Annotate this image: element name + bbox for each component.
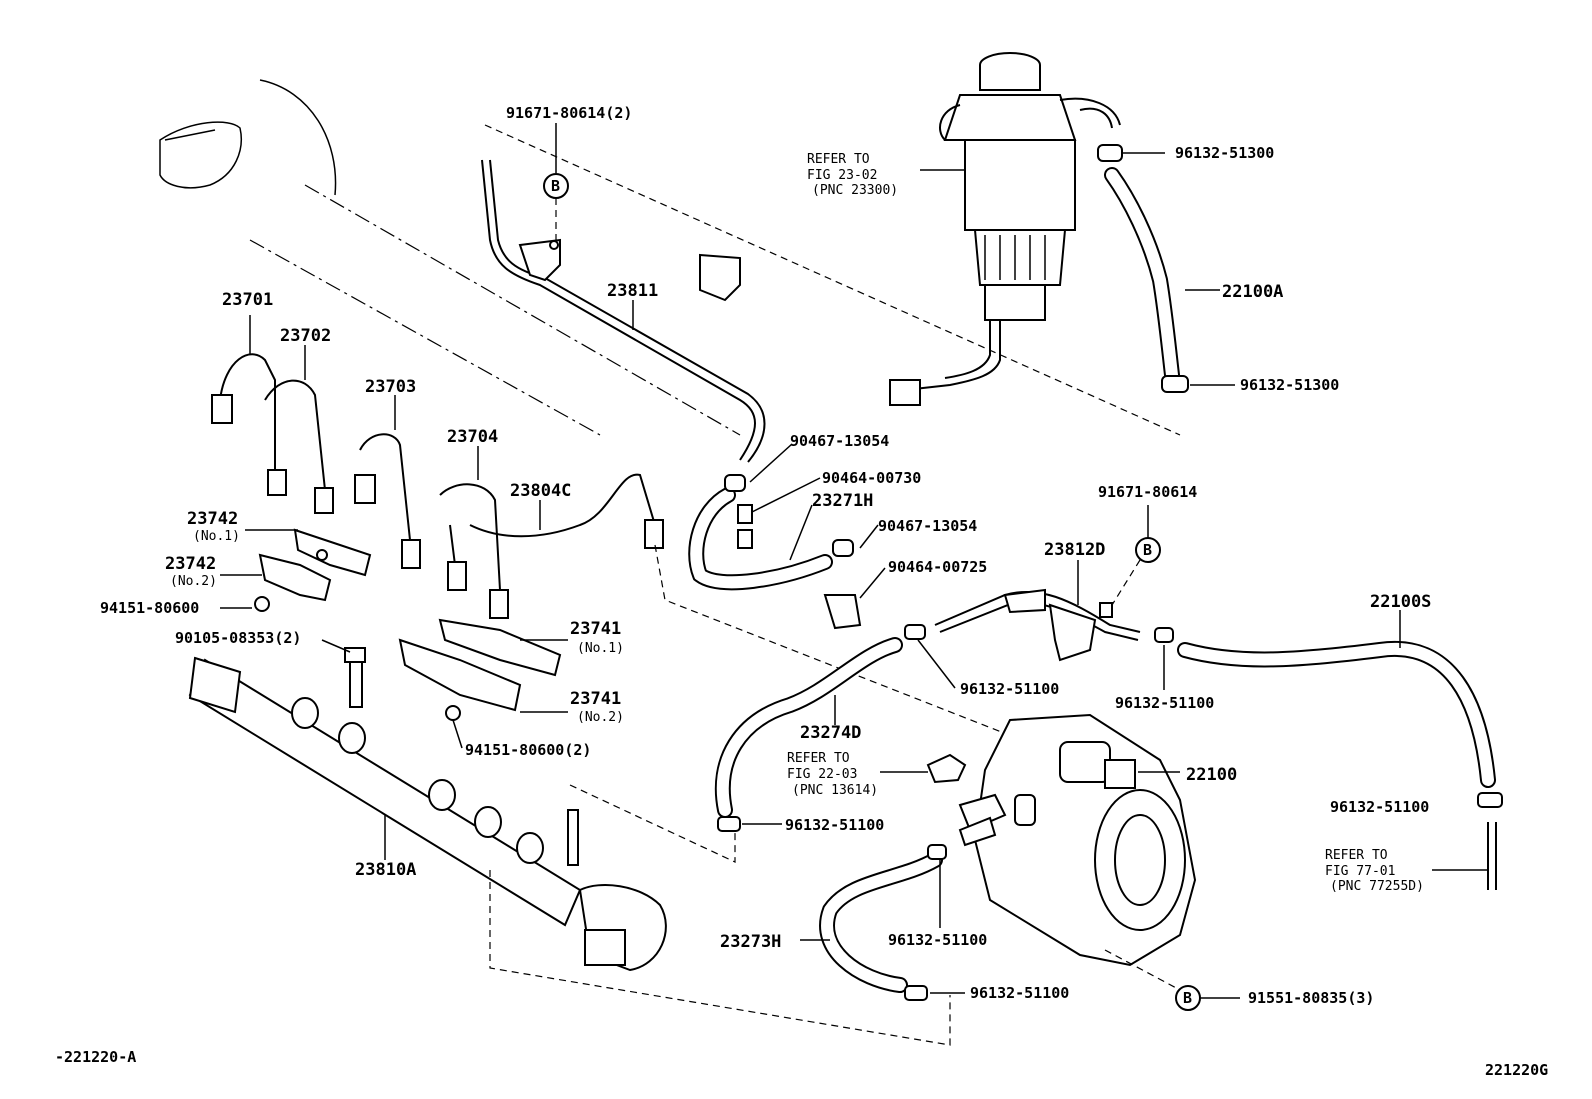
label-91671-80614-2: 91671-80614(2) (506, 104, 632, 122)
label-23742-no2: 23742 (165, 554, 216, 574)
bolt-b-top (543, 123, 569, 240)
label-23741-no2-sub: (No.2) (577, 710, 624, 725)
hose-22100a (1097, 144, 1235, 393)
ref3-line2: FIG 77-01 (1325, 864, 1395, 879)
label-90105-08353: 90105-08353(2) (175, 629, 301, 647)
part-labels: 91671-80614(2) B 96132-51300 22100A 9613… (100, 104, 1431, 1007)
footer-left-code: -221220-A (55, 1048, 136, 1066)
label-23273h: 23273H (720, 932, 781, 952)
label-90464-00730: 90464-00730 (822, 469, 921, 487)
label-23810a: 23810A (355, 860, 416, 880)
label-23271h: 23271H (812, 491, 873, 511)
pipe-23811 (481, 159, 766, 463)
label-96132-51100-b: 96132-51100 (1115, 694, 1214, 712)
ref1-line3: (PNC 23300) (812, 183, 898, 198)
bracket-23812d (934, 505, 1161, 662)
label-23742-no1: 23742 (187, 509, 238, 529)
label-90467-13054-a: 90467-13054 (790, 432, 889, 450)
label-b-circle-bottom: B (1183, 989, 1192, 1007)
label-23702: 23702 (280, 326, 331, 346)
ref1-line2: FIG 23-02 (807, 168, 877, 183)
label-22100: 22100 (1186, 765, 1237, 785)
dashed-rail-mid (569, 784, 736, 863)
ref2-line1: REFER TO (787, 751, 850, 766)
ref1-line1: REFER TO (807, 152, 870, 167)
hose-23271h (688, 443, 886, 630)
bolt-90105 (321, 639, 463, 749)
label-90467-13054-b: 90467-13054 (878, 517, 977, 535)
label-23704: 23704 (447, 427, 498, 447)
reference-fig-22-03: REFER TO FIG 22-03 (PNC 13614) (787, 751, 878, 798)
label-23741-no1: 23741 (570, 619, 621, 639)
hose-23274d (714, 624, 956, 832)
clamps-23742 (220, 528, 372, 612)
dashed-boundary-top (484, 124, 1181, 436)
ref3-line1: REFER TO (1325, 848, 1388, 863)
ref2-line3: (PNC 13614) (792, 783, 878, 798)
engine-outline (159, 79, 741, 436)
label-96132-51100-d: 96132-51100 (1330, 798, 1429, 816)
fuel-filter-assembly (889, 52, 1121, 406)
label-23741-no2: 23741 (570, 689, 621, 709)
label-23742-no1-sub: (No.1) (193, 529, 240, 544)
label-96132-51100-f: 96132-51100 (970, 984, 1069, 1002)
label-23812d: 23812D (1044, 540, 1105, 560)
label-91551-80835: 91551-80835(3) (1248, 989, 1374, 1007)
common-rail-23810a (188, 656, 667, 972)
reference-fig-77-01: REFER TO FIG 77-01 (PNC 77255D) (1325, 848, 1424, 894)
label-23741-no1-sub: (No.1) (577, 641, 624, 656)
ref2-line2: FIG 22-03 (787, 767, 857, 782)
label-23701: 23701 (222, 290, 273, 310)
label-96132-51100-e: 96132-51100 (888, 931, 987, 949)
dashed-rail-bottom (489, 870, 951, 1046)
label-96132-51100-a: 96132-51100 (960, 680, 1059, 698)
label-94151-80600: 94151-80600 (100, 599, 199, 617)
label-b-circle-mid: B (1143, 541, 1152, 559)
label-90464-00725: 90464-00725 (888, 558, 987, 576)
label-b-circle-top: B (551, 177, 560, 195)
label-96132-51100-c: 96132-51100 (785, 816, 884, 834)
hose-22100s (1154, 610, 1503, 890)
label-23811: 23811 (607, 281, 658, 301)
bolt-b-bottom (1175, 985, 1240, 1011)
label-91671-80614: 91671-80614 (1098, 483, 1197, 501)
ref3-line3: (PNC 77255D) (1330, 879, 1424, 894)
label-22100a: 22100A (1222, 282, 1283, 302)
dashed-pipe (654, 544, 1061, 756)
reference-fig-23-02: REFER TO FIG 23-02 (PNC 23300) (807, 152, 898, 198)
label-96132-51300-top: 96132-51300 (1175, 144, 1274, 162)
label-94151-80600-2: 94151-80600(2) (465, 741, 591, 759)
hose-23273h (800, 844, 965, 1001)
footer-right-code: 221220G (1485, 1061, 1548, 1079)
label-22100s: 22100S (1370, 592, 1431, 612)
label-96132-51300-bottom: 96132-51300 (1240, 376, 1339, 394)
injection-pipes (211, 315, 664, 619)
label-23274d: 23274D (800, 723, 861, 743)
clamps-23741 (398, 618, 568, 721)
label-23804c: 23804C (510, 481, 571, 501)
supply-pump-22100 (880, 713, 1197, 967)
label-23703: 23703 (365, 377, 416, 397)
label-23742-no2-sub: (No.2) (170, 574, 217, 589)
dashed-pump-b (1104, 949, 1181, 991)
